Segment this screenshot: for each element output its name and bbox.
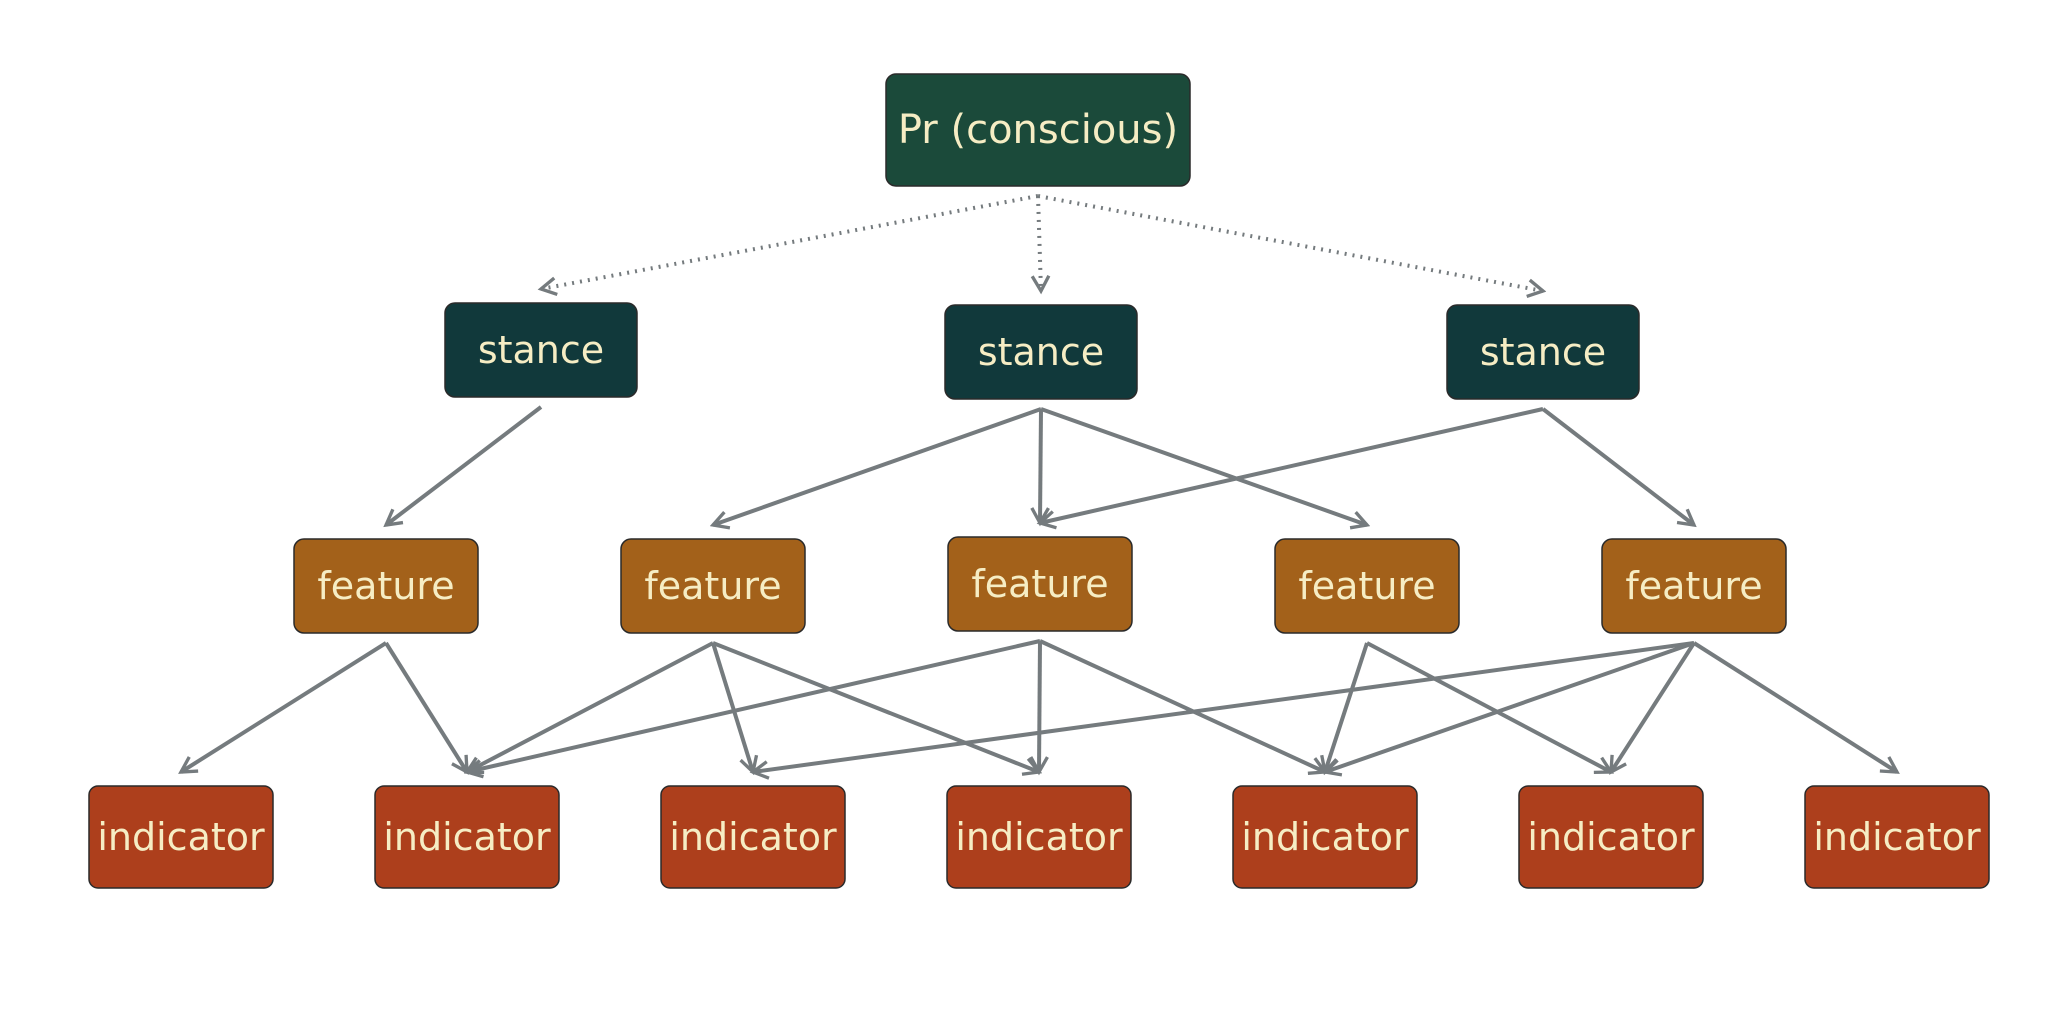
indicator-node-1: indicator bbox=[88, 785, 274, 889]
feature-node-label: feature bbox=[971, 562, 1108, 606]
indicator-node-3: indicator bbox=[660, 785, 846, 889]
edge-feature-to-indicator bbox=[384, 641, 467, 772]
edge-feature-to-indicator bbox=[753, 641, 1695, 772]
edge-feature-to-indicator bbox=[1325, 641, 1695, 772]
indicator-node-label: indicator bbox=[669, 815, 837, 859]
edge-stance-to-feature bbox=[1541, 407, 1694, 525]
edge-feature-to-indicator bbox=[1692, 641, 1897, 772]
feature-node-4: feature bbox=[1274, 538, 1460, 634]
edge-stance-to-feature bbox=[713, 407, 1042, 525]
edge-feature-to-indicator bbox=[1039, 639, 1325, 772]
edges-layer bbox=[181, 194, 1897, 772]
feature-node-label: feature bbox=[1625, 564, 1762, 608]
indicator-node-5: indicator bbox=[1232, 785, 1418, 889]
indicator-node-label: indicator bbox=[955, 815, 1123, 859]
indicator-node-6: indicator bbox=[1518, 785, 1704, 889]
edge-stance-to-feature bbox=[386, 405, 543, 525]
feature-node-label: feature bbox=[1298, 564, 1435, 608]
edge-feature-to-indicator bbox=[712, 641, 1039, 772]
indicator-node-label: indicator bbox=[1241, 815, 1409, 859]
indicator-node-label: indicator bbox=[1813, 815, 1981, 859]
edge-feature-to-indicator bbox=[1039, 640, 1040, 772]
edge-stance-to-feature bbox=[1040, 407, 1367, 525]
edge-stance-to-feature bbox=[1040, 408, 1041, 523]
indicator-node-label: indicator bbox=[97, 815, 265, 859]
edge-feature-to-indicator bbox=[711, 642, 753, 772]
indicator-node-label: indicator bbox=[383, 815, 551, 859]
stance-node-label: stance bbox=[978, 330, 1104, 374]
indicator-node-4: indicator bbox=[946, 785, 1132, 889]
indicator-node-label: indicator bbox=[1527, 815, 1695, 859]
edge-root-to-stance bbox=[541, 194, 1039, 289]
feature-node-2: feature bbox=[620, 538, 806, 634]
stance-node-1: stance bbox=[444, 302, 638, 398]
stance-node-2: stance bbox=[944, 304, 1138, 400]
feature-node-1: feature bbox=[293, 538, 479, 634]
edge-feature-to-indicator bbox=[181, 641, 388, 772]
indicator-node-2: indicator bbox=[374, 785, 560, 889]
edge-root-to-stance bbox=[1037, 194, 1543, 291]
feature-node-5: feature bbox=[1601, 538, 1787, 634]
indicator-node-7: indicator bbox=[1804, 785, 1990, 889]
feature-node-label: feature bbox=[317, 564, 454, 608]
feature-node-label: feature bbox=[644, 564, 781, 608]
edge-feature-to-indicator bbox=[1611, 641, 1696, 772]
stance-node-3: stance bbox=[1446, 304, 1640, 400]
root-node: Pr (conscious) bbox=[885, 73, 1191, 187]
root-node-label: Pr (conscious) bbox=[898, 107, 1178, 153]
stance-node-label: stance bbox=[1480, 330, 1606, 374]
edge-stance-to-feature bbox=[1040, 407, 1544, 523]
feature-node-3: feature bbox=[947, 536, 1133, 632]
edge-feature-to-indicator bbox=[1325, 642, 1369, 772]
edge-root-to-stance bbox=[1038, 195, 1041, 291]
edge-feature-to-indicator bbox=[1366, 641, 1611, 772]
edge-feature-to-indicator bbox=[467, 639, 1041, 772]
edge-feature-to-indicator bbox=[467, 641, 714, 772]
stance-node-label: stance bbox=[478, 328, 604, 372]
